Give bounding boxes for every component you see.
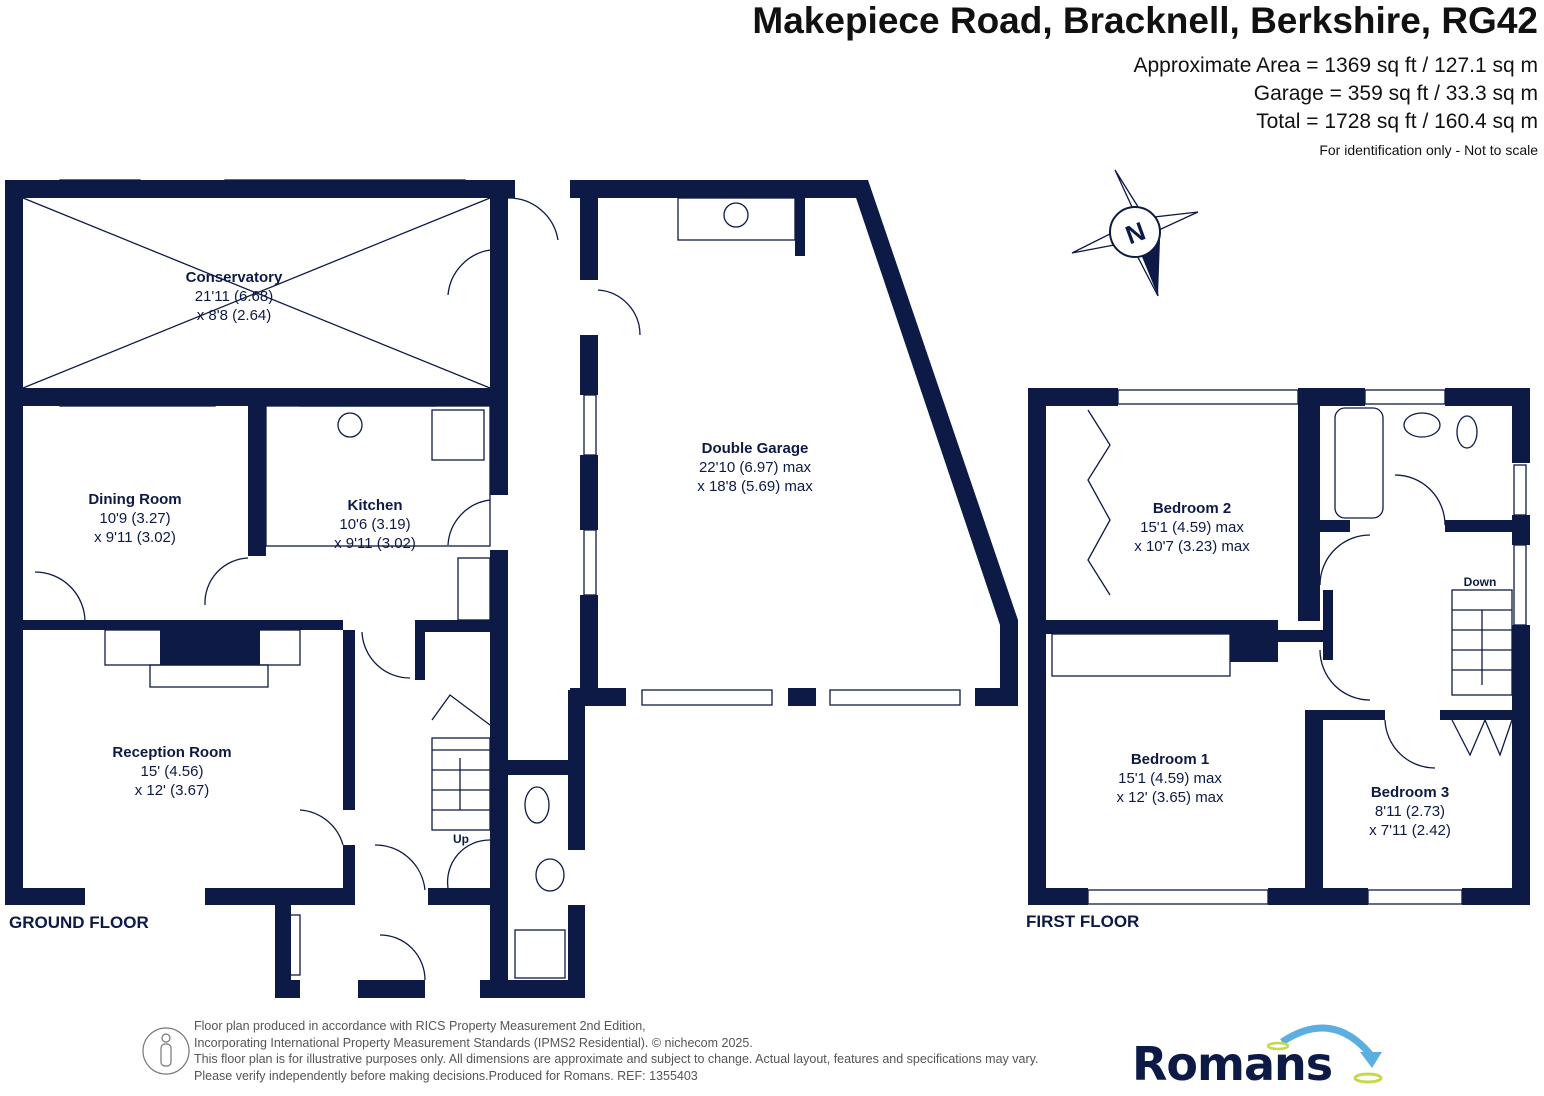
svg-text:15' (4.56): 15' (4.56)	[141, 763, 204, 780]
property-title: Makepiece Road, Bracknell, Berkshire, RG…	[752, 0, 1538, 41]
svg-text:Dining Room: Dining Room	[88, 491, 181, 508]
total-area: Total = 1728 sq ft / 160.4 sq m	[1256, 110, 1538, 133]
compass: N	[1071, 169, 1199, 297]
svg-text:Kitchen: Kitchen	[347, 497, 402, 514]
svg-text:10'6 (3.19): 10'6 (3.19)	[339, 516, 410, 533]
svg-text:8'11 (2.73): 8'11 (2.73)	[1375, 803, 1445, 820]
svg-text:x 18'8 (5.69) max: x 18'8 (5.69) max	[697, 478, 813, 495]
disclaimer: Floor plan produced in accordance with R…	[194, 1019, 1039, 1083]
svg-text:Bedroom 1: Bedroom 1	[1131, 751, 1209, 768]
ground-floor-label: GROUND FLOOR	[9, 913, 149, 932]
svg-text:10'9 (3.27): 10'9 (3.27)	[99, 510, 170, 527]
scale-note: For identification only - Not to scale	[1319, 142, 1538, 158]
svg-text:x 9'11 (3.02): x 9'11 (3.02)	[334, 535, 416, 552]
svg-text:Conservatory: Conservatory	[186, 269, 283, 286]
svg-text:Double Garage: Double Garage	[702, 440, 809, 457]
approx-area: Approximate Area = 1369 sq ft / 127.1 sq…	[1133, 54, 1539, 77]
svg-text:Reception Room: Reception Room	[112, 744, 231, 761]
svg-text:Down: Down	[1464, 575, 1497, 589]
svg-text:x 10'7 (3.23) max: x 10'7 (3.23) max	[1134, 538, 1250, 555]
first-floor-walls	[1028, 388, 1530, 905]
ground-floor-walls	[5, 180, 1018, 998]
ground-floor-fixtures	[22, 179, 961, 981]
brand-name: Romans	[1132, 1037, 1332, 1088]
svg-text:x 12' (3.67): x 12' (3.67)	[135, 782, 210, 799]
svg-text:x 8'8 (2.64): x 8'8 (2.64)	[197, 307, 272, 324]
svg-text:22'10 (6.97) max: 22'10 (6.97) max	[699, 459, 812, 476]
svg-text:Bedroom 2: Bedroom 2	[1153, 500, 1231, 517]
svg-text:21'11 (6.68): 21'11 (6.68)	[195, 288, 273, 305]
garage-area: Garage = 359 sq ft / 33.3 sq m	[1253, 82, 1538, 105]
svg-text:x 12' (3.65) max: x 12' (3.65) max	[1116, 789, 1224, 806]
svg-text:Bedroom 3: Bedroom 3	[1371, 784, 1449, 801]
svg-text:15'1 (4.59) max: 15'1 (4.59) max	[1118, 770, 1222, 787]
svg-text:x 9'11 (3.02): x 9'11 (3.02)	[94, 529, 176, 546]
svg-text:15'1 (4.59) max: 15'1 (4.59) max	[1140, 519, 1244, 536]
romans-logo: Romans	[1132, 1024, 1383, 1088]
svg-text:Up: Up	[453, 832, 469, 846]
svg-text:x 7'11 (2.42): x 7'11 (2.42)	[1369, 822, 1451, 839]
person-icon	[142, 1027, 190, 1075]
first-floor-fixtures	[1051, 389, 1527, 905]
first-floor-label: FIRST FLOOR	[1026, 912, 1139, 931]
room-labels: Conservatory 21'11 (6.68) x 8'8 (2.64) D…	[88, 269, 1496, 846]
